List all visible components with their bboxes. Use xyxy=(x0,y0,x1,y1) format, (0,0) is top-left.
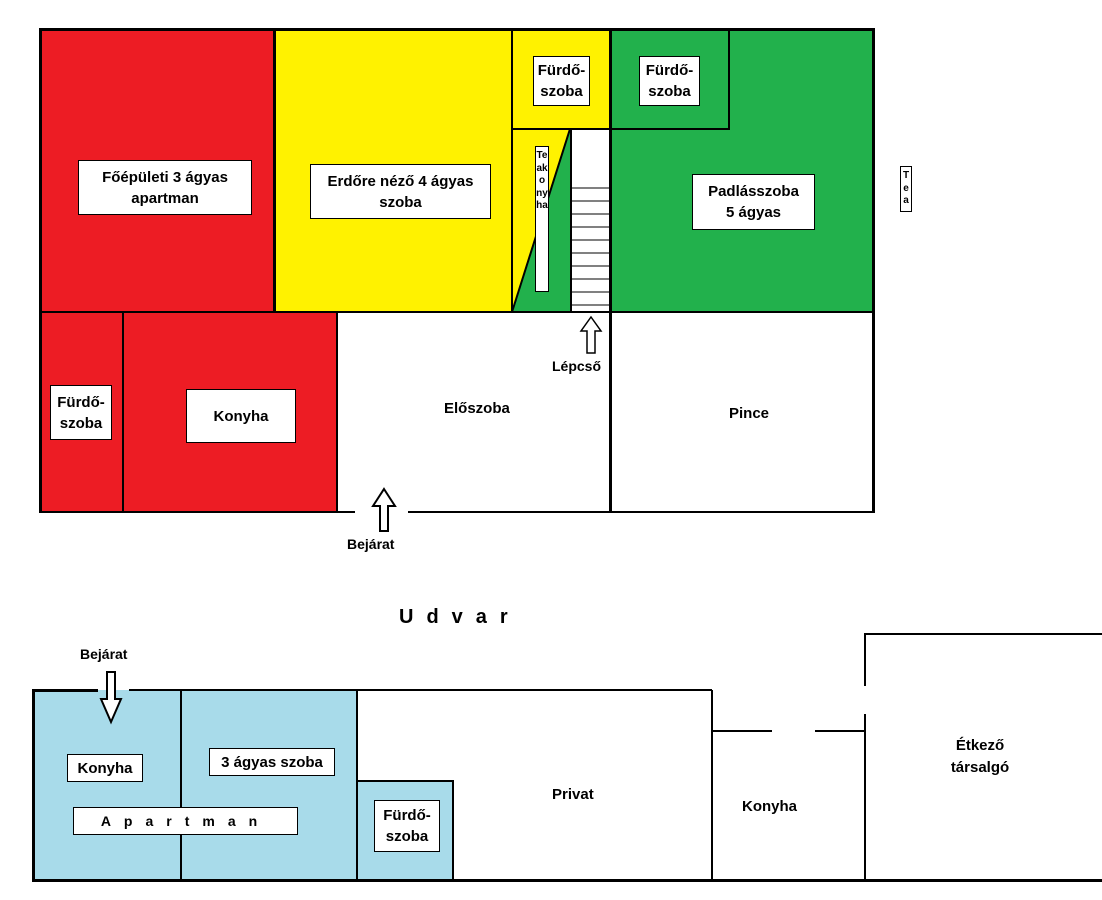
label-attic: Padlásszoba 5 ágyas xyxy=(692,174,815,230)
wall xyxy=(570,129,572,312)
staircase xyxy=(570,129,611,312)
wall xyxy=(356,690,358,880)
label-cellar: Pince xyxy=(729,405,770,422)
wall xyxy=(40,511,355,513)
wall xyxy=(864,714,866,880)
wall xyxy=(33,879,1102,882)
room-annex-apartment xyxy=(34,690,357,881)
wall xyxy=(609,29,612,513)
wall xyxy=(728,29,730,130)
wall xyxy=(408,511,874,513)
wall xyxy=(336,312,338,512)
wall xyxy=(512,128,611,130)
label-bathroom-left: Fürdő- szoba xyxy=(50,385,112,440)
wall xyxy=(864,634,866,686)
wall xyxy=(511,29,513,312)
wall xyxy=(129,689,712,691)
wall xyxy=(39,28,42,513)
wall xyxy=(122,312,124,512)
wall xyxy=(40,28,874,31)
label-stairs: Lépcső xyxy=(552,358,602,374)
wall xyxy=(32,689,35,882)
label-bathroom-top: Fürdő- szoba xyxy=(533,56,590,106)
wall xyxy=(40,311,874,313)
wall xyxy=(273,29,276,312)
label-annex-bathroom: Fürdő- szoba xyxy=(374,800,440,852)
label-courtyard: Udvar xyxy=(399,606,521,628)
wall xyxy=(452,781,454,880)
label-apartment-3-bed: Főépületi 3 ágyas apartman xyxy=(78,160,252,215)
label-tea-kitchen: Teakonyha xyxy=(535,146,549,292)
wall xyxy=(611,128,730,130)
label-hall: Előszoba xyxy=(444,400,510,417)
label-annex-entrance: Bejárat xyxy=(80,646,128,662)
label-annex-dining: Étkező társalgó xyxy=(950,737,1010,776)
wall xyxy=(872,28,875,513)
entrance-arrow-icon xyxy=(371,487,397,532)
wall xyxy=(815,730,866,732)
label-entrance: Bejárat xyxy=(347,536,395,552)
wall xyxy=(864,633,1102,635)
wall xyxy=(180,690,182,880)
label-forest-room: Erdőre néző 4 ágyas szoba xyxy=(310,164,491,219)
wall xyxy=(711,690,713,880)
wall xyxy=(357,780,454,782)
label-tea-side: Tea xyxy=(900,166,912,212)
label-annex-3-bed-room: 3 ágyas szoba xyxy=(209,748,335,776)
wall xyxy=(712,730,772,732)
label-kitchen: Konyha xyxy=(186,389,296,443)
label-annex-kitchen-2: Konyha xyxy=(742,798,798,815)
stairs-arrow-icon xyxy=(579,315,603,354)
wall xyxy=(33,689,98,692)
label-annex-private: Privat xyxy=(552,786,594,803)
label-annex-apartment: Apartman xyxy=(73,807,298,835)
label-bathroom-green: Fürdő- szoba xyxy=(639,56,700,106)
annex-entrance-arrow-icon xyxy=(99,671,123,725)
label-annex-kitchen: Konyha xyxy=(67,754,143,782)
